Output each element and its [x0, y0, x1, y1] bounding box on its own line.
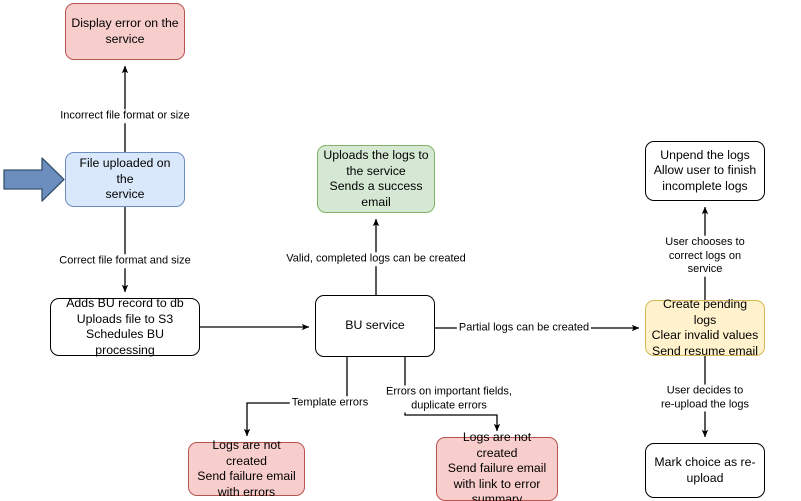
node-display-error[interactable]: Display error on the service	[65, 3, 185, 60]
node-adds-bu-record[interactable]: Adds BU record to db Uploads file to S3 …	[50, 296, 200, 357]
input-block-arrow	[3, 157, 65, 202]
node-file-uploaded-on-the-service[interactable]: File uploaded on the service	[65, 152, 185, 207]
node-logs-not-created-template-errors[interactable]: Logs are not created Send failure email …	[188, 438, 305, 499]
edge-label-errors-on-important-fields: Errors on important fields, duplicate er…	[384, 385, 514, 413]
node-unpend-the-logs[interactable]: Unpend the logs Allow user to finish inc…	[645, 141, 765, 201]
edge-label-partial-logs: Partial logs can be created	[456, 321, 592, 335]
edge-label-valid-completed-logs: Valid, completed logs can be created	[284, 252, 468, 266]
edge-label-incorrect-file-format: Incorrect file format or size	[58, 109, 192, 123]
edge-label-template-errors: Template errors	[289, 396, 371, 410]
edge-label-correct-file-format: Correct file format and size	[57, 254, 193, 268]
edge-label-user-chooses-to-correct-logs: User chooses to correct logs on service	[657, 235, 753, 277]
node-logs-not-created-field-errors[interactable]: Logs are not created Send failure email …	[436, 430, 558, 501]
node-create-pending-logs[interactable]: Create pending logs Clear invalid values…	[645, 297, 765, 358]
node-mark-choice-as-re-upload[interactable]: Mark choice as re- upload	[645, 443, 765, 498]
edge-label-user-decides-to-re-upload: User decides to re-upload the logs	[657, 384, 753, 412]
node-uploads-the-logs[interactable]: Uploads the logs to the service Sends a …	[317, 145, 435, 213]
node-bu-service[interactable]: BU service	[315, 295, 435, 357]
